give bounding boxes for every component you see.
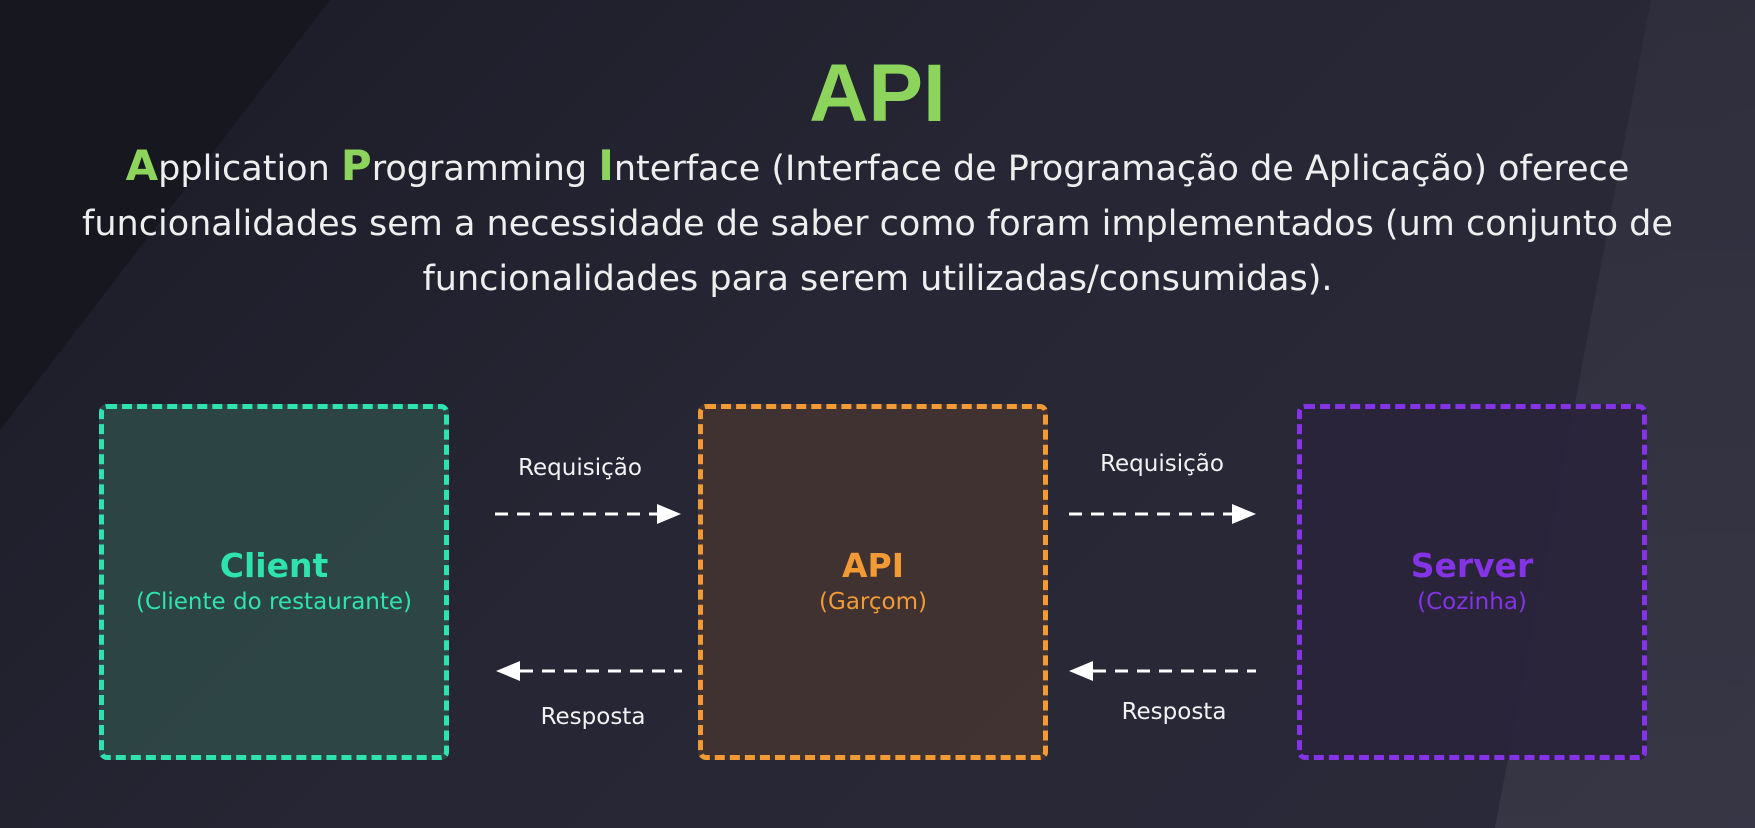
label-api-to-server: Requisição	[1100, 451, 1224, 477]
server-box-name: Server	[1410, 546, 1534, 585]
client-box-name: Client	[219, 546, 329, 585]
description: Application Programming Interface (Inter…	[80, 138, 1675, 307]
arrow-api-to-client	[496, 661, 682, 681]
acronym-letter-p: P	[340, 141, 372, 190]
api-box-name: API	[841, 546, 904, 585]
client-box-subtitle: (Cliente do restaurante)	[135, 589, 413, 615]
acronym-rest-a: pplication	[158, 149, 341, 189]
label-server-to-api: Resposta	[1121, 699, 1227, 725]
description-text: (Interface de Programação de Aplicação) …	[82, 149, 1673, 299]
api-box: API (Garçom)	[698, 404, 1048, 760]
arrow-server-to-api	[1069, 661, 1256, 681]
acronym-rest-p: rogramming	[371, 149, 599, 189]
arrow-api-to-server	[1069, 504, 1256, 524]
server-box: Server (Cozinha)	[1297, 404, 1647, 760]
label-api-to-client: Resposta	[540, 704, 646, 730]
acronym-letter-a: A	[125, 141, 159, 190]
page-title: API	[809, 48, 946, 139]
acronym-letter-i: I	[598, 141, 614, 190]
arrow-client-to-api	[495, 504, 681, 524]
api-box-subtitle: (Garçom)	[819, 589, 927, 615]
acronym-rest-i: nterface	[613, 149, 761, 189]
label-client-to-api: Requisição	[518, 455, 642, 481]
client-box: Client (Cliente do restaurante)	[99, 404, 449, 760]
server-box-subtitle: (Cozinha)	[1417, 589, 1527, 615]
